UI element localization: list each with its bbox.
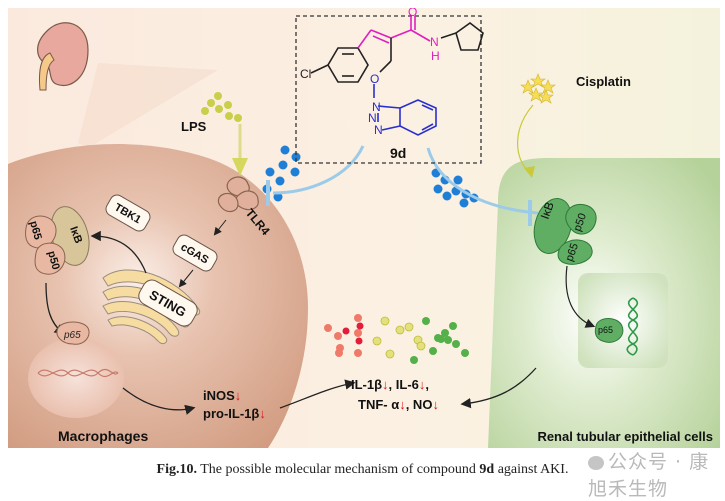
cytokines-line2: TNF- α↓, NO↓ xyxy=(358,397,439,412)
p65-translocation-arrow-right xyxy=(565,265,596,328)
macrophages-label: Macrophages xyxy=(58,428,148,444)
p65-right-label: p65 xyxy=(564,242,582,263)
macrophage-nucleus xyxy=(28,338,124,418)
p65-nucleus-right-shape xyxy=(594,318,624,343)
figure-caption: Fig.10. The possible molecular mechanism… xyxy=(0,462,725,478)
p65-nucleus-right-label: p65 xyxy=(598,325,613,335)
zoom-wedge xyxy=(78,63,218,148)
p65-nucleus-left-shape xyxy=(56,321,90,345)
drug-inhibit-line-left xyxy=(272,145,365,195)
atom-o-ether: O xyxy=(370,72,379,86)
nucleus-to-inos-arrow xyxy=(122,387,196,415)
caption-prefix: Fig.10. xyxy=(156,462,197,477)
caption-text-after: against AKI. xyxy=(494,462,569,477)
lps-arrowhead xyxy=(232,158,248,176)
compound-box xyxy=(295,15,482,164)
lps-label: LPS xyxy=(181,119,207,134)
kidney-icon xyxy=(37,22,89,91)
atom-n-amide: N xyxy=(430,35,439,49)
pro-il1b-label: pro-IL-1β↓ xyxy=(203,406,266,421)
caption-compound: 9d xyxy=(479,462,495,477)
renal-to-cytokines-arrow xyxy=(460,367,537,409)
compound-label: 9d xyxy=(390,145,406,161)
nfkb-complex-right xyxy=(533,198,597,265)
atom-n2: N xyxy=(368,111,377,125)
p65-nucleus-left-label: p65 xyxy=(63,330,81,341)
cgas-to-sting-arrow xyxy=(178,269,194,288)
atom-n1: N xyxy=(372,100,381,114)
ikb-left-label: IκB xyxy=(67,225,84,245)
mechanism-figure: LPS TLR4 xyxy=(8,8,720,448)
tlr4-receptor-icon xyxy=(217,176,259,213)
drug-inhibit-line-right xyxy=(426,147,539,215)
inos-label: iNOS↓ xyxy=(203,388,241,403)
p50-left-label: p50 xyxy=(45,250,62,271)
compound-9d-structure xyxy=(310,16,484,136)
atom-cl: Cl xyxy=(300,67,311,81)
dna-icon-left-strand2 xyxy=(37,369,119,378)
drug-particles-left xyxy=(262,145,301,202)
mechanism-diagram: LPS TLR4 xyxy=(8,8,720,448)
cisplatin-arrowhead xyxy=(524,166,535,178)
renal-cells-label: Renal tubular epithelial cells xyxy=(537,429,713,444)
cytokine-particles xyxy=(324,314,469,364)
atom-o-carbonyl: O xyxy=(408,8,417,19)
dna-icon-right-strand2 xyxy=(627,297,639,356)
p50-right-label: p50 xyxy=(572,212,590,233)
sting-to-ikb-arrow xyxy=(90,230,147,274)
cytokines-line1: IL-1β↓, IL-6↓, xyxy=(351,377,429,392)
inos-to-cytokines-arrow xyxy=(279,379,356,409)
caption-text-before: The possible molecular mechanism of comp… xyxy=(196,462,480,477)
ikb-right-label: IκB xyxy=(538,200,557,221)
tlr4-to-cgas-arrow xyxy=(213,219,227,236)
cisplatin-label: Cisplatin xyxy=(576,74,631,89)
atom-h-amide: H xyxy=(431,49,440,63)
lps-particles xyxy=(201,92,242,122)
nfkb-complex-left xyxy=(25,206,90,275)
wechat-icon xyxy=(588,455,604,470)
cisplatin-particles xyxy=(520,73,556,104)
renal-nucleus xyxy=(578,273,668,368)
atom-n3: N xyxy=(374,123,383,137)
p65-left-label: p65 xyxy=(27,220,44,241)
